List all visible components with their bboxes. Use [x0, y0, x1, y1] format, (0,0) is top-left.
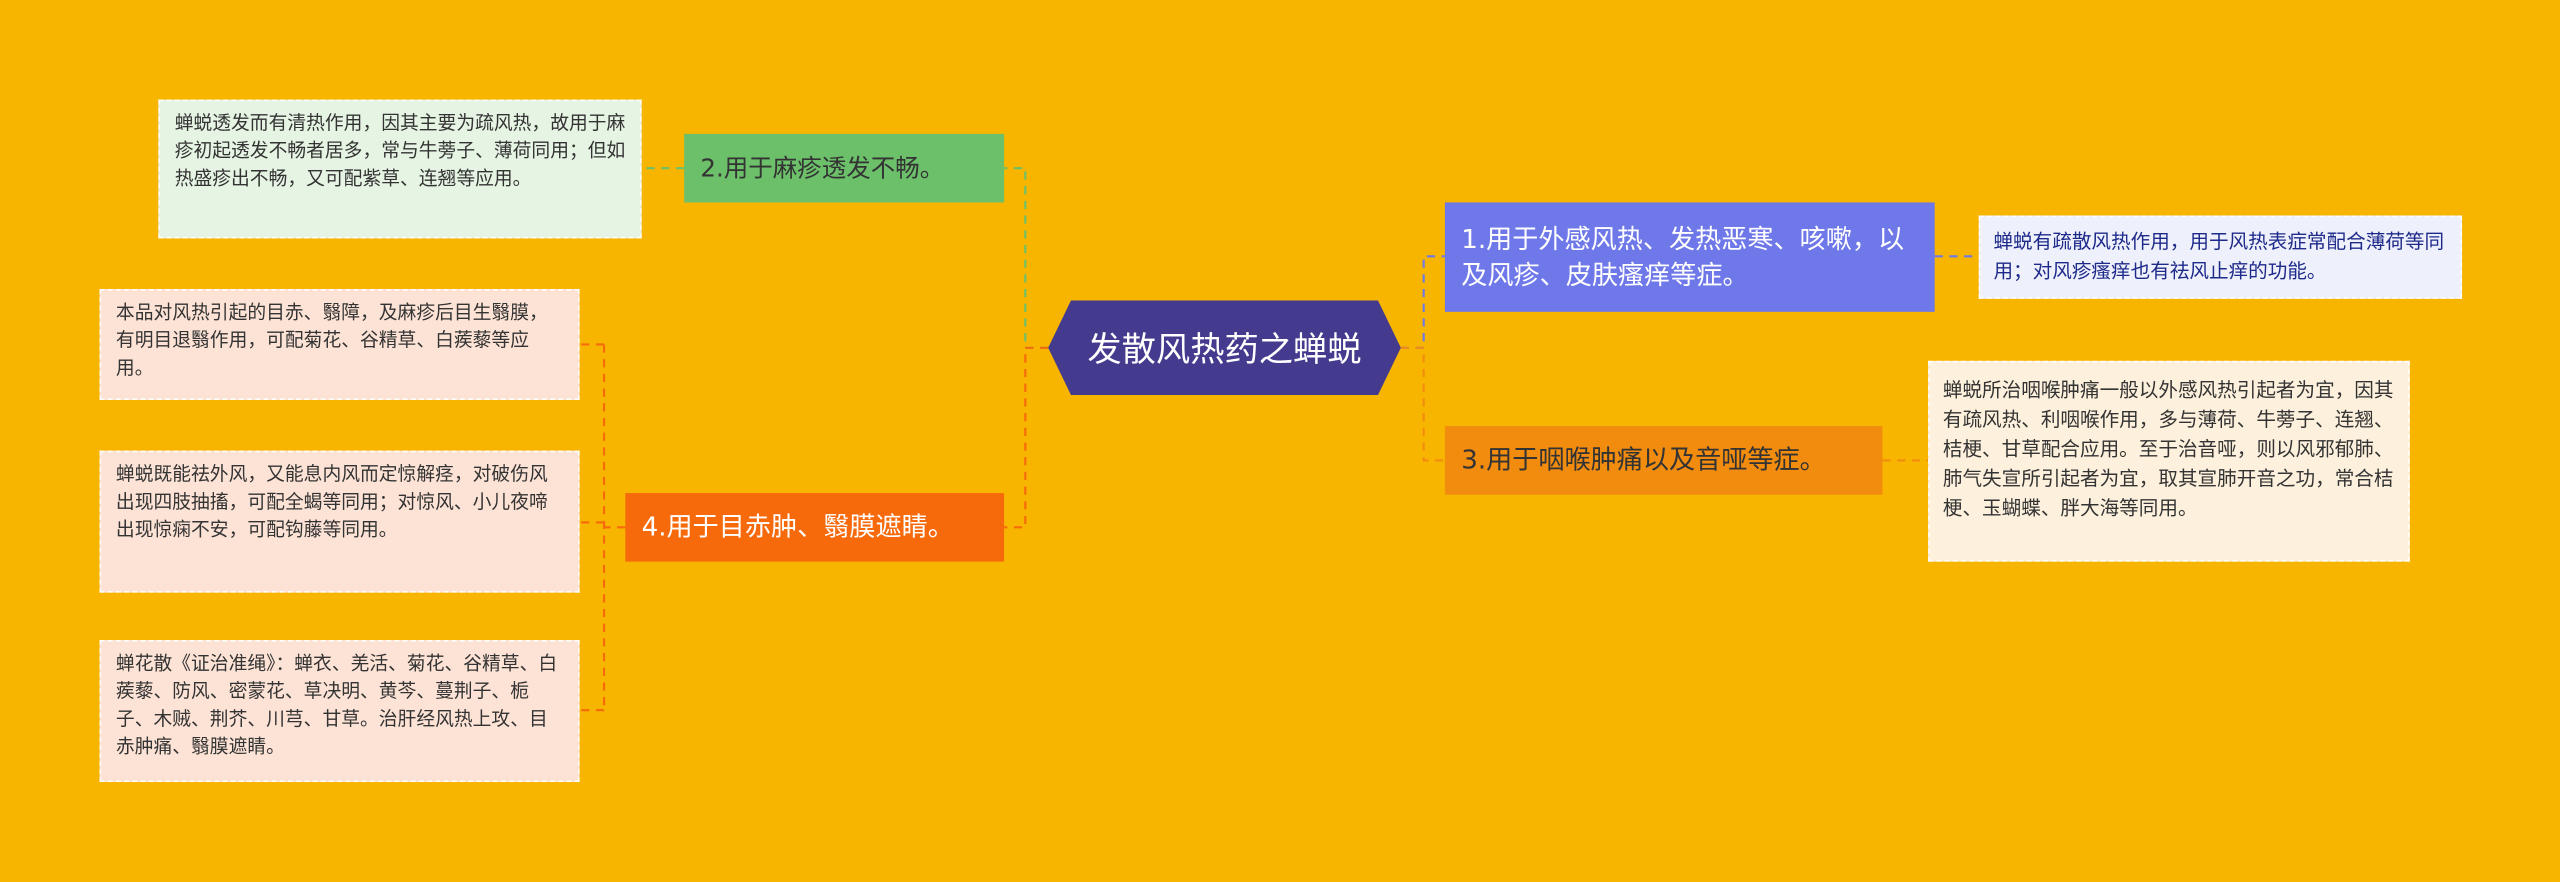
- branch-2[interactable]: 2.用于麻疹透发不畅。: [684, 133, 1005, 203]
- center-title: 发散风热药之蝉蜕: [1087, 329, 1362, 369]
- branch-3-note-text: 蝉蜕所治咽喉肿痛一般以外感风热引起者为宜，因其有疏风热、利咽喉作用，多与薄荷、牛…: [1942, 378, 2394, 520]
- branch-1-label: 1.用于外感风热、发热恶寒、咳嗽，以及风疹、皮肤瘙痒等症。: [1461, 222, 1905, 290]
- branch-3[interactable]: 3.用于咽喉肿痛以及音哑等症。: [1444, 426, 1883, 495]
- center-topic[interactable]: 发散风热药之蝉蜕: [1048, 300, 1401, 396]
- connector-center-branch3: [1400, 346, 1445, 462]
- branch-3-note: 蝉蜕所治咽喉肿痛一般以外感风热引起者为宜，因其有疏风热、利咽喉作用，多与薄荷、牛…: [1928, 360, 2410, 562]
- branch-4-note-2: 蝉蜕既能祛外风，又能息内风而定惊解痉，对破伤风出现四肢抽搐，可配全蝎等同用；对惊…: [99, 450, 580, 593]
- branch-1-note: 蝉蜕有疏散风热作用，用于风热表症常配合薄荷等同用；对风疹瘙痒也有祛风止痒的功能。: [1978, 215, 2463, 299]
- connector-center-branch2: [1004, 167, 1049, 349]
- branch-4-label: 4.用于目赤肿、翳膜遮睛。: [641, 511, 954, 543]
- branch-4-note-1-text: 本品对风热引起的目赤、翳障，及麻疹后目生翳膜，有明目退翳作用，可配菊花、谷精草、…: [115, 300, 548, 379]
- branch-1[interactable]: 1.用于外感风热、发热恶寒、咳嗽，以及风疹、皮肤瘙痒等症。: [1444, 202, 1935, 312]
- branch-2-note: 蝉蜕透发而有清热作用，因其主要为疏风热，故用于麻疹初起透发不畅者居多，常与牛蒡子…: [158, 99, 642, 239]
- branch-1-note-text: 蝉蜕有疏散风热作用，用于风热表症常配合薄荷等同用；对风疹瘙痒也有祛风止痒的功能。: [1993, 230, 2445, 283]
- branch-4-note-3: 蝉花散《证治准绳》：蝉衣、羌活、菊花、谷精草、白蒺藜、防风、密蒙花、草决明、黄芩…: [99, 639, 580, 783]
- branch-4[interactable]: 4.用于目赤肿、翳膜遮睛。: [625, 493, 1005, 562]
- branch-2-label: 2.用于麻疹透发不畅。: [700, 153, 945, 183]
- connector-center-branch1: [1400, 255, 1445, 349]
- connector-branch4-notes: [579, 343, 626, 712]
- branch-4-note-2-text: 蝉蜕既能祛外风，又能息内风而定惊解痉，对破伤风出现四肢抽搐，可配全蝎等同用；对惊…: [115, 462, 548, 541]
- branch-2-note-text: 蝉蜕透发而有清热作用，因其主要为疏风热，故用于麻疹初起透发不畅者居多，常与牛蒡子…: [174, 111, 626, 190]
- connector-center-branch4: [1004, 346, 1049, 529]
- branch-4-note-1: 本品对风热引起的目赤、翳障，及麻疹后目生翳膜，有明目退翳作用，可配菊花、谷精草、…: [99, 288, 580, 400]
- branch-4-note-3-text: 蝉花散《证治准绳》：蝉衣、羌活、菊花、谷精草、白蒺藜、防风、密蒙花、草决明、黄芩…: [115, 651, 558, 758]
- center-shape: [1048, 300, 1401, 396]
- branch-3-label: 3.用于咽喉肿痛以及音哑等症。: [1461, 444, 1826, 476]
